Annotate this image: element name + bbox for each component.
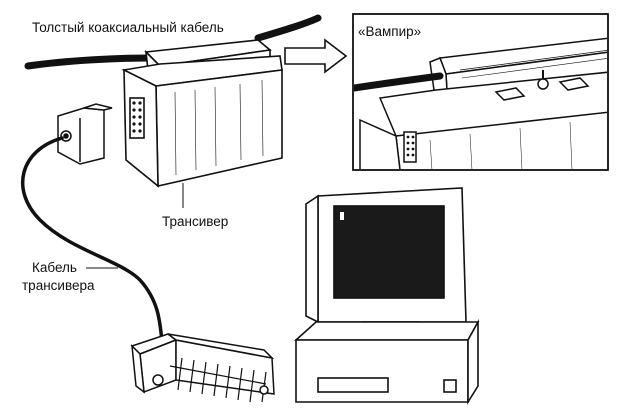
label-thick-coax: Толстый коаксиальный кабель	[32, 20, 224, 35]
transceiver-box	[121, 39, 283, 188]
aui-connector-top	[57, 103, 113, 165]
computer	[293, 187, 480, 405]
label-transceiver-cable-line2: трансивера	[22, 278, 95, 293]
db15-connector	[130, 333, 275, 403]
thick-coax-cable	[24, 14, 322, 70]
label-vampire: «Вампир»	[358, 24, 421, 39]
cursor	[340, 212, 344, 220]
transceiver-cable	[21, 136, 164, 344]
monitor-screen	[333, 205, 445, 299]
vampire-tap-inset	[352, 13, 609, 171]
zoom-arrow	[284, 38, 348, 74]
label-transceiver-cable-line1: Кабель	[32, 260, 77, 275]
label-transceiver: Трансивер	[162, 214, 228, 229]
